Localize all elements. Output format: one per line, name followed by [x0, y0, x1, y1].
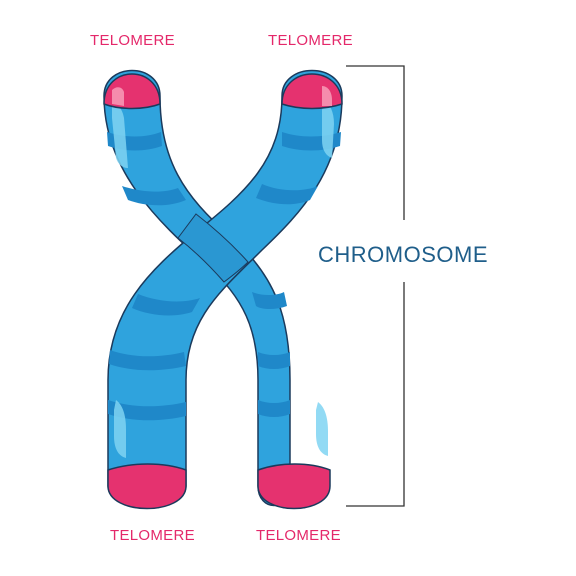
chromatid-left-band-5	[258, 400, 290, 417]
telomere-label-top-left: TELOMERE	[90, 32, 175, 49]
chromatid-left-band-4	[258, 352, 290, 369]
highlight-top-right	[322, 100, 334, 158]
bracket-upper	[346, 65, 405, 220]
telomere-label-top-right: TELOMERE	[268, 32, 353, 49]
telomere-label-bottom-right: TELOMERE	[256, 527, 341, 544]
chromatid-left-band-2	[122, 186, 186, 206]
telomeres	[103, 73, 343, 510]
chromatid-right-band-3	[132, 294, 200, 316]
bracket-lower	[346, 282, 405, 507]
highlight-top-left	[112, 104, 128, 168]
highlight-bottom-left	[114, 400, 126, 458]
telomere-cap-bottom-left	[107, 463, 187, 510]
telomere-highlight-top-right	[322, 86, 332, 106]
chromatid-right-band-4	[109, 350, 186, 371]
telomere-highlight-top-left	[112, 87, 124, 106]
telomere-label-bottom-left: TELOMERE	[110, 527, 195, 544]
chromatid-right-band-2	[256, 184, 318, 205]
chromosome-bracket	[346, 65, 405, 507]
highlights	[112, 100, 334, 458]
chromatid-right-band-5	[108, 400, 186, 421]
chromosome-label: CHROMOSOME	[318, 242, 488, 267]
highlight-bottom-right	[316, 402, 328, 456]
crossing-overlap	[177, 213, 249, 283]
telomere-cap-bottom-right	[257, 463, 331, 510]
chromatid-left-band-3	[252, 292, 287, 309]
